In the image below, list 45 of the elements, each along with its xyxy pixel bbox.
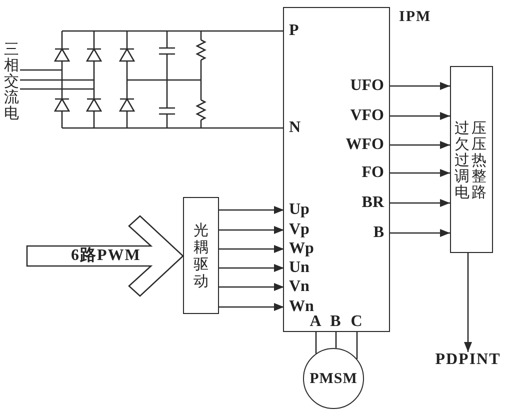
pin-label: BR xyxy=(362,194,389,210)
wire xyxy=(315,331,317,354)
arrow xyxy=(219,283,284,291)
arrow xyxy=(219,226,284,234)
pin-label: B xyxy=(373,224,389,240)
arrow xyxy=(219,245,284,253)
signal-label: PDPINT xyxy=(433,352,503,368)
function-block: 过压欠压过热调整电路 xyxy=(450,66,493,253)
pin-label: B xyxy=(328,314,342,331)
wire xyxy=(20,79,54,81)
wire xyxy=(210,30,284,32)
pin-label: Un xyxy=(284,260,310,276)
wire xyxy=(20,69,54,71)
motor-circle: PMSM xyxy=(303,348,364,409)
arrow xyxy=(389,112,450,120)
pin-label: Vn xyxy=(284,278,310,294)
arrow xyxy=(389,199,450,207)
pin-label: C xyxy=(350,314,364,331)
pin-label: Wn xyxy=(284,298,314,314)
pin-label: Vp xyxy=(284,222,310,238)
pin-label: N xyxy=(284,120,301,136)
pin-label: Up xyxy=(284,202,310,218)
pin-label: FO xyxy=(362,164,389,180)
input-label: 三相交流电 xyxy=(3,41,20,121)
pin-label: WFO xyxy=(346,136,389,152)
module-label: IPM xyxy=(399,9,432,25)
arrow xyxy=(389,229,450,237)
wire xyxy=(356,331,358,360)
arrow xyxy=(219,303,284,311)
function-block: 光耦驱动 xyxy=(183,197,219,314)
pin-label: Wp xyxy=(284,240,314,256)
pin-label: VFO xyxy=(350,108,389,124)
pin-label: A xyxy=(308,314,322,331)
arrow xyxy=(389,82,450,90)
pin-label: UFO xyxy=(350,78,389,94)
wire xyxy=(335,331,337,348)
arrow xyxy=(219,264,284,272)
arrow xyxy=(219,206,284,214)
arrow xyxy=(389,169,450,177)
edge-label: 6路PWM xyxy=(71,248,141,264)
wire xyxy=(20,88,54,90)
wire xyxy=(210,127,284,129)
arrow xyxy=(389,141,450,149)
pin-label: P xyxy=(284,22,299,38)
arrow xyxy=(464,253,472,352)
